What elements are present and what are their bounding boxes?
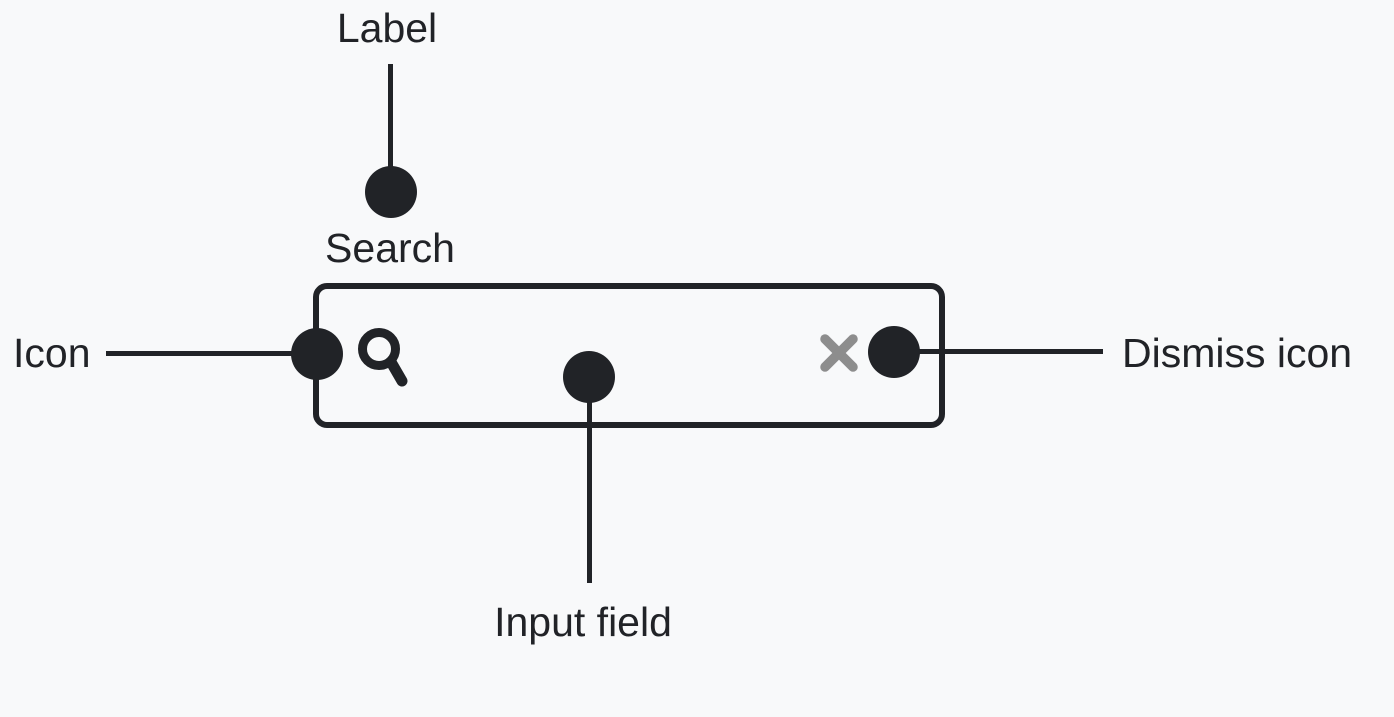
anchor-dot-dismiss <box>868 326 920 378</box>
search-field-label: Search <box>325 225 455 271</box>
dismiss-connector-line <box>894 349 1103 354</box>
anchor-dot-input <box>563 351 615 403</box>
annotation-dismiss-text: Dismiss icon <box>1122 330 1353 376</box>
anchor-dot-icon <box>291 328 343 380</box>
annotation-label-text: Label <box>336 5 438 51</box>
dismiss-icon[interactable] <box>819 333 859 373</box>
input-connector-line <box>587 377 592 583</box>
icon-connector-line <box>106 351 317 356</box>
label-connector-line <box>388 64 393 168</box>
annotation-input-text: Input field <box>494 599 672 645</box>
annotation-icon-text: Icon <box>13 330 91 376</box>
search-icon <box>358 328 408 387</box>
anchor-dot-label <box>365 166 417 218</box>
